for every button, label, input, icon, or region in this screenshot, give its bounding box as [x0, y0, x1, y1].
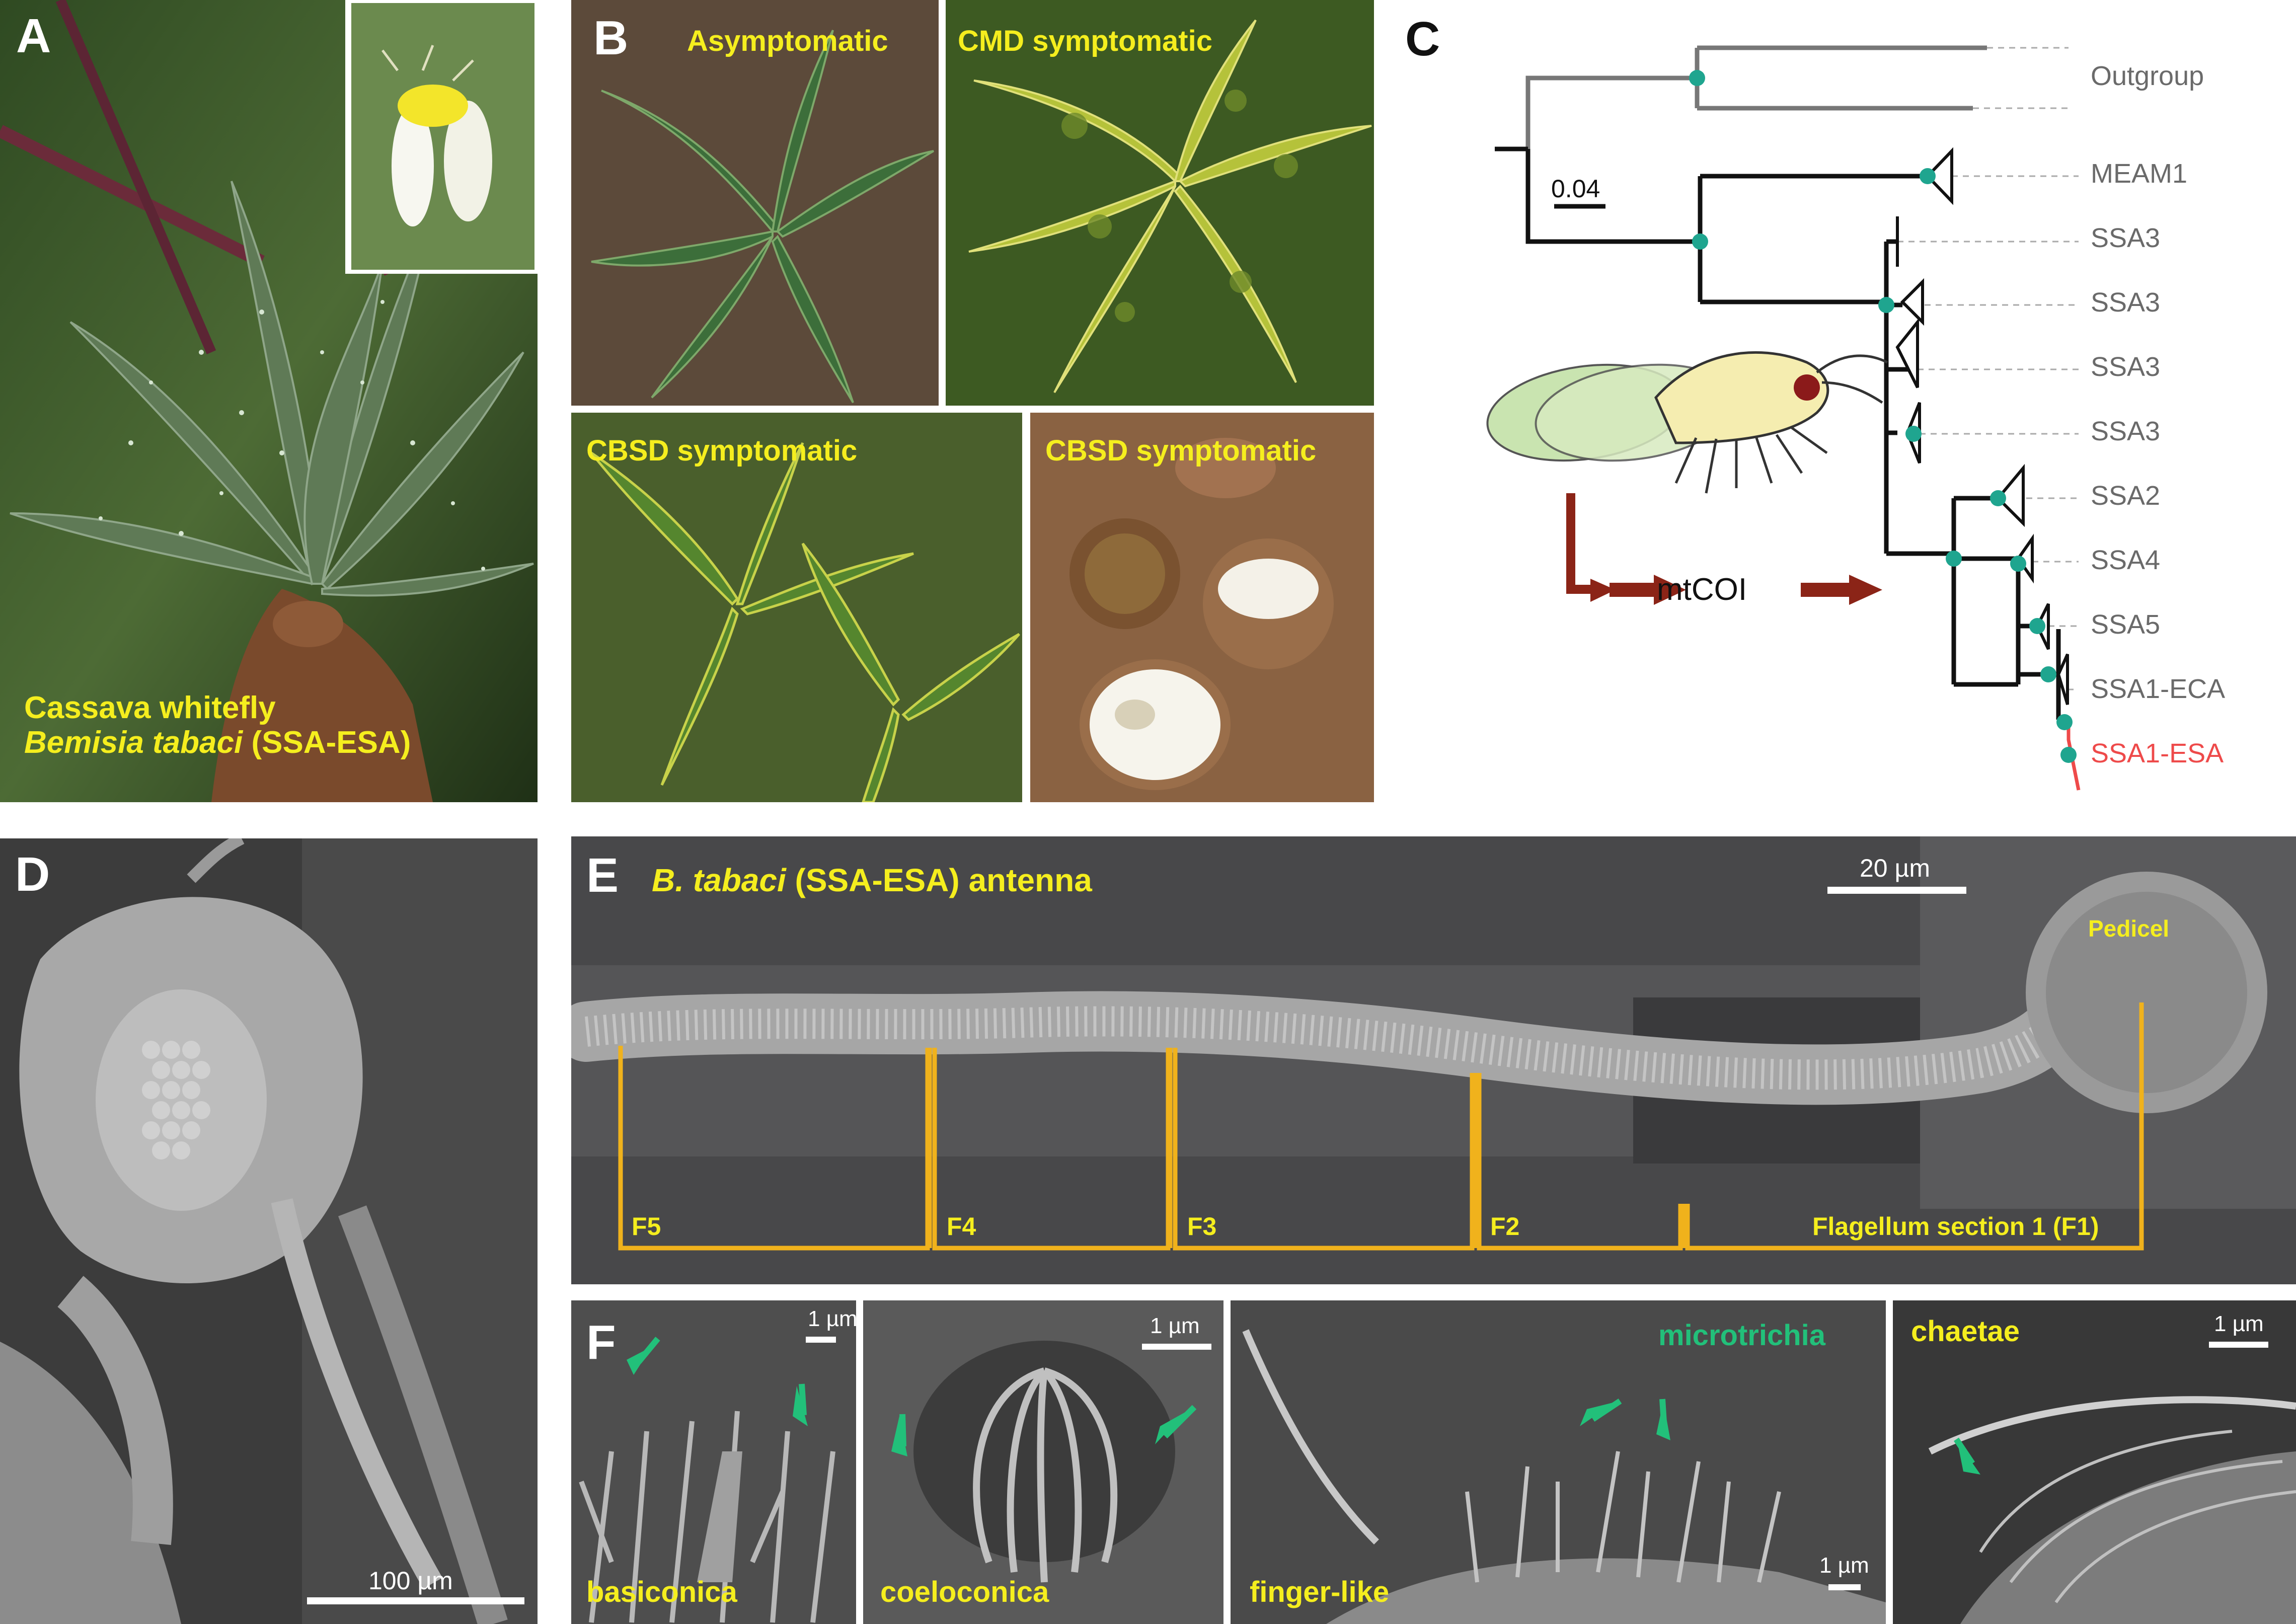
panel-a-label: A	[16, 9, 51, 63]
segment-f2: F2	[1490, 1212, 1520, 1241]
caption-species-line: Bemisia tabaci (SSA-ESA)	[24, 725, 411, 760]
tip-ssa2: SSA2	[2091, 481, 2161, 511]
panel-e-title-rest: (SSA-ESA) antenna	[795, 862, 1092, 898]
sem-antenna	[571, 836, 2296, 1284]
tip-ssa5: SSA5	[2091, 609, 2161, 640]
cassava-leaf-photo	[0, 0, 538, 802]
panel-e-scale-bar	[1827, 887, 1966, 894]
tip-ssa3-d: SSA3	[2091, 416, 2161, 446]
panel-f-label: F	[586, 1316, 616, 1369]
tree-scale-label: 0.04	[1551, 175, 1600, 203]
label-cmd-symptomatic: CMD symptomatic	[958, 25, 1212, 57]
tip-outgroup: Outgroup	[2091, 61, 2204, 91]
panel-e-label: E	[586, 848, 619, 902]
label-cbsd-root-symptomatic: CBSD symptomatic	[1045, 434, 1317, 467]
label-asymptomatic: Asymptomatic	[687, 25, 888, 57]
segment-f5: F5	[632, 1212, 661, 1241]
tip-ssa3-b: SSA3	[2091, 287, 2161, 318]
tip-ssa3-a: SSA3	[2091, 223, 2161, 253]
panel-d-label: D	[15, 847, 50, 901]
phylogenetic-tree	[1486, 45, 2081, 791]
caption-species: Bemisia tabaci	[24, 725, 243, 760]
panel-f: F basiconica coeloconica finger-like mic…	[571, 1300, 2296, 1624]
panel-a-caption: Cassava whitefly Bemisia tabaci (SSA-ESA…	[24, 690, 411, 760]
label-coeloconica: coeloconica	[880, 1576, 1049, 1608]
panel-c: C 0.04 mtCOI Outgroup MEAM1 SSA3 SSA3 SS…	[1374, 0, 2296, 802]
tip-ssa4: SSA4	[2091, 545, 2161, 575]
scale-basiconica: 1 µm	[808, 1306, 858, 1331]
marker-label-mtcoi: mtCOI	[1657, 572, 1747, 607]
panel-c-label: C	[1405, 12, 1440, 66]
panel-e-title-species: B. tabaci	[652, 862, 786, 898]
sem-sensilla	[571, 1300, 2296, 1624]
tip-ssa1-esa: SSA1-ESA	[2091, 738, 2224, 768]
panel-b-label: B	[593, 11, 629, 65]
segment-f3: F3	[1187, 1212, 1217, 1241]
sem-whitefly-head	[0, 838, 538, 1624]
scale-coeloconica: 1 µm	[1150, 1313, 1200, 1338]
tip-meam1: MEAM1	[2091, 159, 2188, 189]
tip-ssa1-eca: SSA1-ECA	[2091, 674, 2226, 704]
label-microtrichia: microtrichia	[1658, 1319, 1825, 1352]
caption-common-name: Cassava whitefly	[24, 690, 276, 725]
cassava-root-sections-icon	[1069, 438, 1334, 790]
label-chaetae: chaetae	[1911, 1315, 2020, 1348]
label-pedicel: Pedicel	[2088, 915, 2170, 942]
panel-e: E B. tabaci (SSA-ESA) antenna 20 µm Pedi…	[571, 836, 2296, 1284]
label-finger-like: finger-like	[1250, 1576, 1390, 1608]
scale-chaetae: 1 µm	[2214, 1311, 2264, 1336]
scale-finger-like: 1 µm	[1819, 1553, 1869, 1578]
panel-a: A Cassava whitefly Bemisia tabaci (SSA-E…	[0, 0, 538, 802]
panel-e-title: B. tabaci (SSA-ESA) antenna	[652, 862, 1092, 899]
panel-b: B Asymptomatic CMD symptomatic CBSD symp…	[571, 0, 1374, 802]
panel-d: D 100 µm	[0, 838, 538, 1624]
panel-e-scale-text: 20 µm	[1860, 854, 1930, 882]
whitefly-inset-icon	[381, 45, 492, 226]
panel-d-scale-text: 100 µm	[368, 1567, 453, 1595]
label-cbsd-leaf-symptomatic: CBSD symptomatic	[586, 434, 858, 467]
tip-ssa3-c: SSA3	[2091, 352, 2161, 382]
cassava-symptom-photos	[571, 0, 1374, 802]
caption-strain: (SSA-ESA)	[251, 725, 411, 760]
segment-f4: F4	[947, 1212, 976, 1241]
label-basiconica: basiconica	[586, 1576, 737, 1608]
panel-d-scale-bar	[307, 1597, 524, 1604]
segment-f1: Flagellum section 1 (F1)	[1812, 1212, 2099, 1241]
whitefly-drawing-icon	[1486, 351, 1888, 494]
